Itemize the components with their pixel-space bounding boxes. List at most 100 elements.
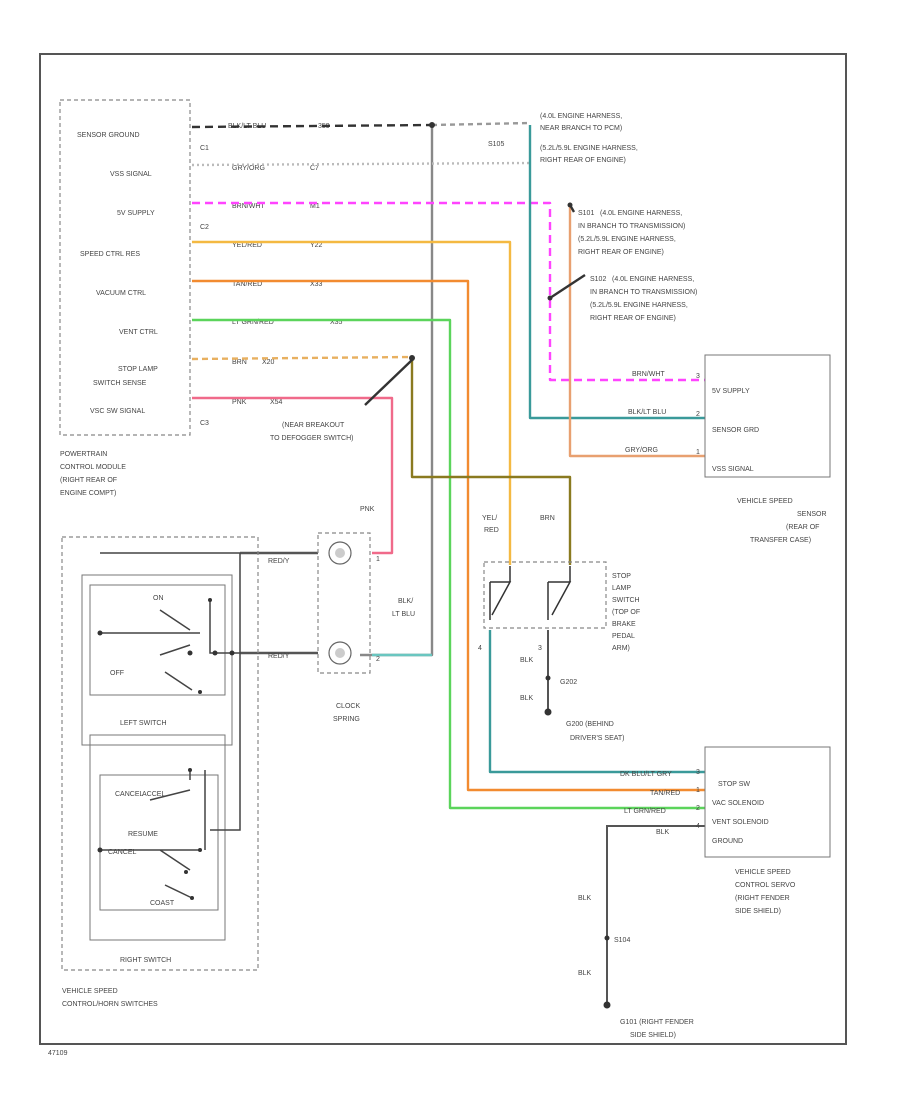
vss-pin-5v: 5V SUPPLY — [712, 388, 750, 395]
stoplamp-wire-yel: YEL/ — [482, 515, 497, 522]
servo-caption-1: VEHICLE SPEED — [735, 869, 791, 876]
vss-pin-2-num: 2 — [696, 411, 700, 418]
wire-stop-sw-teal — [488, 630, 705, 774]
splice-s101-text-1: (4.0L ENGINE HARNESS, — [600, 210, 682, 217]
wire-num-speed-res: Y22 — [310, 242, 323, 249]
splice-dot-s101 — [567, 202, 573, 208]
clockspring-caption-2: SPRING — [333, 716, 360, 723]
servo-box — [704, 746, 831, 858]
wire-num-5v: M1 — [310, 203, 320, 210]
right-switch-contacts — [100, 770, 206, 899]
splice-s105-id: S105 — [488, 141, 504, 148]
ground-g101-text-1: G101 (RIGHT FENDER — [620, 1019, 694, 1026]
stoplamp-caption-1: STOP — [612, 573, 631, 580]
vss-wire-1: BRN/WHT — [632, 371, 665, 378]
wire-label-vss: GRY/ORG — [232, 165, 265, 172]
servo-caption-4: SIDE SHIELD) — [735, 908, 781, 915]
s102-leader — [549, 273, 586, 300]
servo-pin-2: 1 — [696, 787, 700, 794]
left-switch-contacts — [100, 552, 241, 831]
stoplamp-contact-1 — [489, 566, 512, 620]
wire-vsc-sw-signal — [192, 396, 394, 555]
wire-ground-vertical — [360, 125, 434, 657]
splice-s101-text-3: (5.2L/5.9L ENGINE HARNESS, — [578, 236, 676, 243]
left-switch-node-3 — [212, 650, 218, 656]
stop-lamp-switch: YEL/ RED BRN STOP LAMP SWITCH (TOP OF BR… — [478, 515, 640, 742]
stoplamp-caption-6: PEDAL — [612, 633, 635, 640]
splice-s105-text-4: RIGHT REAR OF ENGINE) — [540, 157, 626, 164]
pcm-pin-vent-ctrl: VENT CTRL — [119, 329, 158, 336]
splice-s102-id: S102 — [590, 276, 606, 283]
left-switch-outline — [81, 574, 233, 746]
connector-c3: C3 — [200, 420, 209, 427]
wire-stop-sense — [191, 355, 413, 361]
clockspring-pin-2: 2 — [376, 656, 380, 663]
stoplamp-box — [483, 561, 607, 629]
left-switch-label: LEFT SWITCH — [120, 720, 167, 727]
stoplamp-pin-4: 4 — [478, 645, 482, 652]
connector-c1: C1 — [200, 145, 209, 152]
switch-cancel-2: CANCEL — [108, 849, 137, 856]
splice-dot-g202 — [545, 675, 551, 681]
speed-control-horn-switches: ON OFF LEFT SWITCH CANCEL ACCEL RESUME C… — [61, 536, 259, 1008]
clockspring-blk-1: BLK/ — [398, 598, 413, 605]
switch-resume: RESUME — [128, 831, 158, 838]
servo-caption-2: CONTROL SERVO — [735, 882, 796, 889]
pcm-caption-2: CONTROL MODULE — [60, 464, 126, 471]
clockspring-wire-out-2: RED/Y — [268, 653, 290, 660]
splice-s101-text-2: IN BRANCH TO TRANSMISSION) — [578, 223, 685, 230]
clockspring-pin-1: 1 — [376, 556, 380, 563]
splice-s105-text-3: (5.2L/5.9L ENGINE HARNESS, — [540, 145, 638, 152]
wire-num-stop-sense: X20 — [262, 359, 275, 366]
splice-s102-text-4: RIGHT REAR OF ENGINE) — [590, 315, 676, 322]
servo-stop-sw: STOP SW — [718, 781, 750, 788]
pcm-pin-sensor-ground: SENSOR GROUND — [77, 132, 140, 139]
wire-vss-signal — [191, 161, 531, 167]
servo-pin-3: 2 — [696, 805, 700, 812]
pcm-wire-labels: BLK/LT BLU 359 GRY/ORG C7 BRN/WHT M1 YEL… — [228, 123, 343, 406]
ground-dot-g200 — [544, 708, 552, 716]
pcm-pin-vsc-sw-signal: VSC SW SIGNAL — [90, 408, 145, 415]
switch-cancel: CANCEL — [115, 791, 144, 798]
servo-wire-2: TAN/RED — [650, 790, 680, 797]
stoplamp-wire-brn: BRN — [540, 515, 555, 522]
stoplamp-ground-2: DRIVER'S SEAT) — [570, 735, 625, 742]
stoplamp-caption-4: (TOP OF — [612, 609, 640, 616]
clockspring-coil-1-center — [335, 548, 345, 558]
vss-box — [704, 354, 831, 478]
pcm-caption-1: POWERTRAIN — [60, 451, 107, 458]
servo-ground: GROUND — [712, 838, 743, 845]
right-switch-inner — [99, 774, 219, 911]
right-switch-label: RIGHT SWITCH — [120, 957, 171, 964]
wire-stop-sense-olive — [410, 357, 572, 565]
vss-wire-3: GRY/ORG — [625, 447, 658, 454]
ground-dot-g101 — [603, 1001, 611, 1009]
left-switch-node-6 — [198, 690, 202, 694]
vss-pin-3-num: 1 — [696, 449, 700, 456]
vss-caption-4: TRANSFER CASE) — [750, 537, 811, 544]
servo-wire-1: DK BLU/LT GRY — [620, 771, 672, 778]
wire-num-vsc-sw: X54 — [270, 399, 283, 406]
pcm-caption-4: ENGINE COMPT) — [60, 490, 116, 497]
clockspring-blk-2: LT BLU — [392, 611, 415, 618]
stoplamp-caption-3: SWITCH — [612, 597, 640, 604]
clockspring-caption-1: CLOCK — [336, 703, 360, 710]
clockspring-pnk: PNK — [360, 506, 375, 513]
vss-caption-3: (REAR OF — [786, 524, 819, 531]
stoplamp-g202: G202 — [560, 679, 577, 686]
servo-pin-1: 3 — [696, 769, 700, 776]
wire-sensor-ground — [191, 123, 433, 129]
splice-dot-s102 — [547, 295, 553, 301]
left-switch-inner — [89, 584, 226, 696]
stoplamp-wire-red: RED — [484, 527, 499, 534]
wire-sensor-grd-teal — [528, 125, 705, 420]
left-switch-node-4 — [229, 650, 235, 656]
wire-num-vent: X35 — [330, 319, 343, 326]
vss-wire-2: BLK/LT BLU — [628, 409, 666, 416]
splice-s102-text-1: (4.0L ENGINE HARNESS, — [612, 276, 694, 283]
wire-label-vsc-sw: PNK — [232, 399, 247, 406]
splice-s101-text-4: RIGHT REAR OF ENGINE) — [578, 249, 664, 256]
wire-servo-ground — [606, 825, 705, 1005]
servo-vac-solenoid: VAC SOLENOID — [712, 800, 764, 807]
right-switch-node-4 — [184, 870, 188, 874]
